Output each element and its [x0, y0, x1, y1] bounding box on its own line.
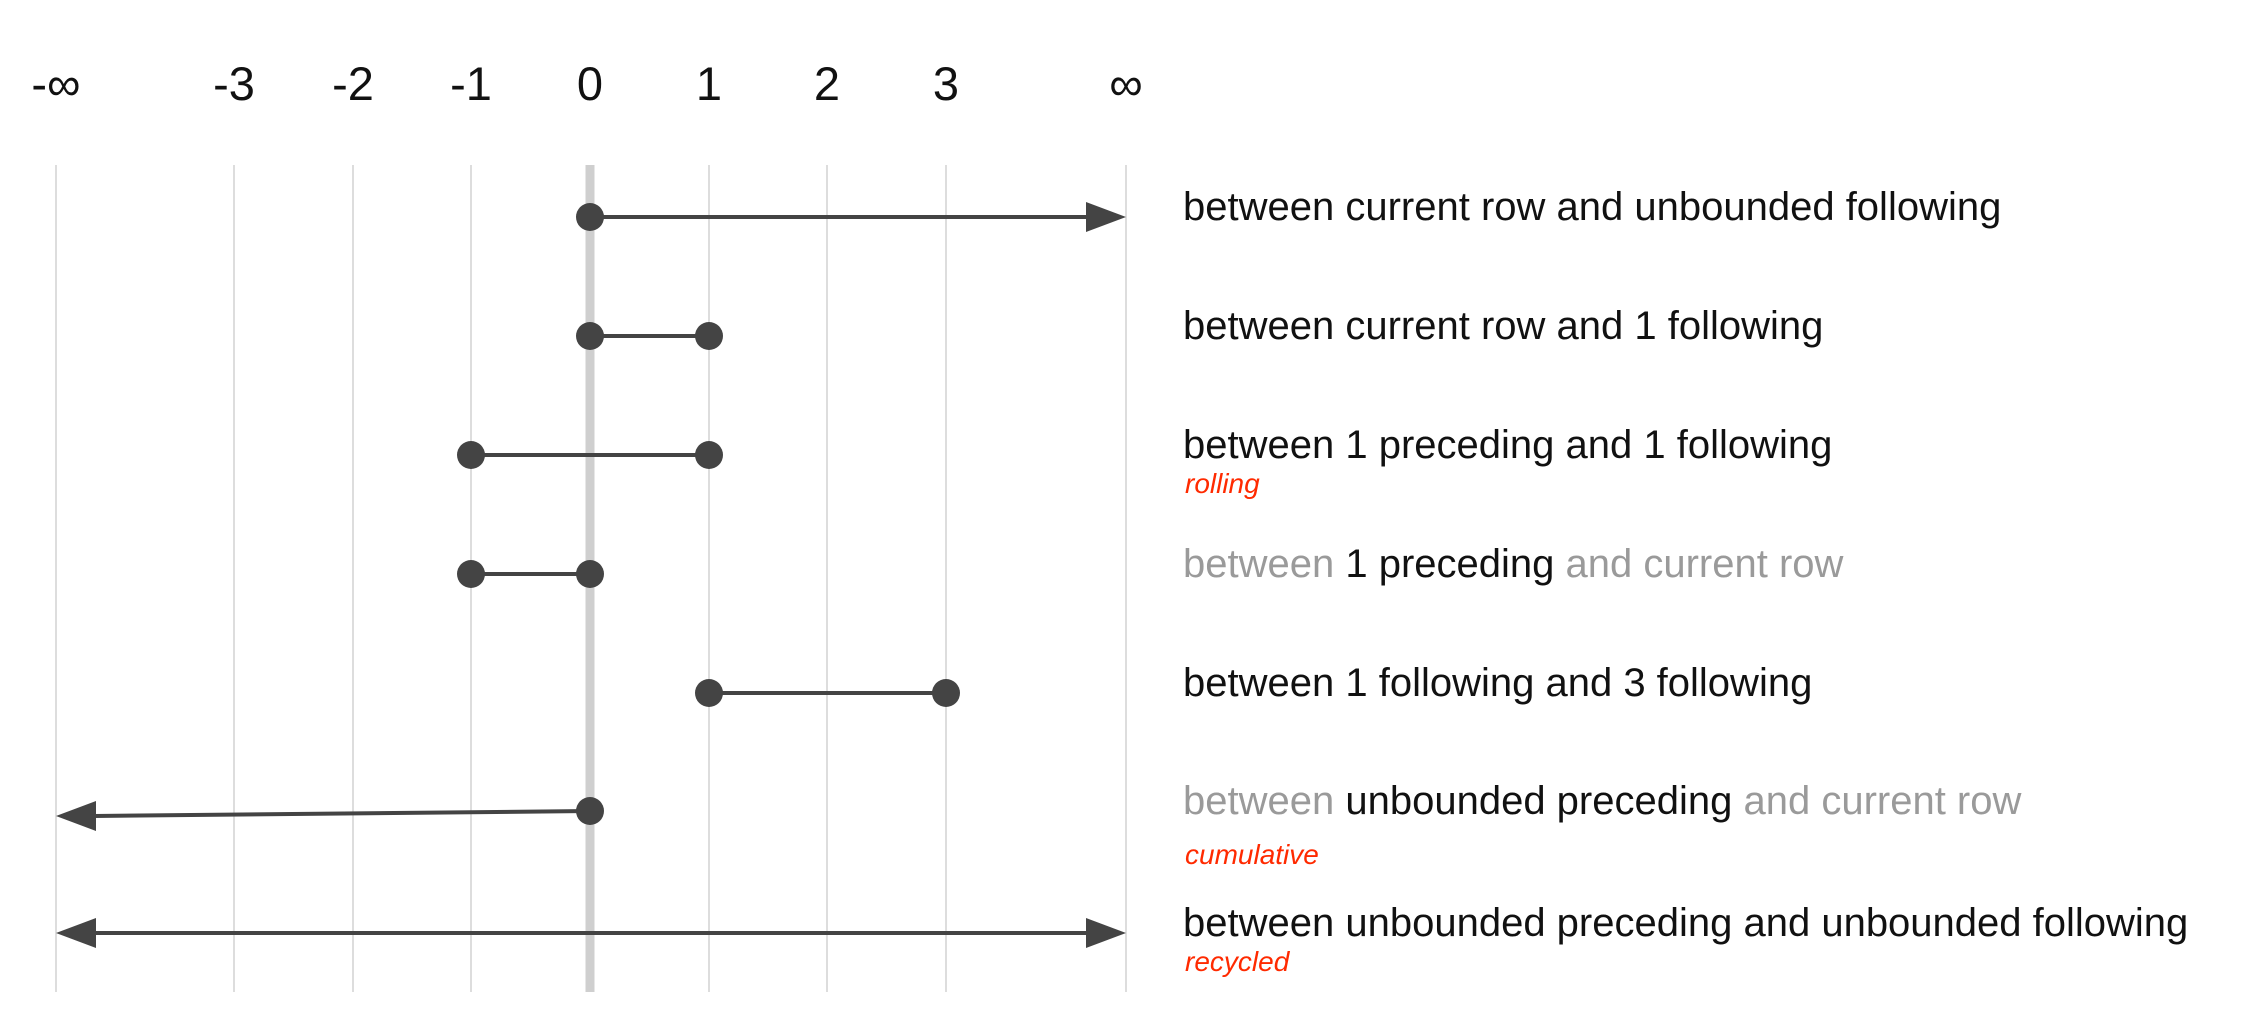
tick-label: -∞ [31, 57, 80, 110]
key-text: between current row and 1 following [1183, 304, 1824, 348]
tick-label: -1 [450, 57, 492, 110]
key-text: 1 preceding [1345, 542, 1555, 586]
tick-label: -3 [213, 57, 255, 110]
frame-endpoint-dot [576, 560, 604, 588]
frame-endpoint-dot [457, 441, 485, 469]
frame-description: between 1 preceding and current row [1183, 544, 1843, 584]
frame-endpoint-dot [457, 560, 485, 588]
dim-text: and current row [1732, 779, 2022, 823]
frame-description: between 1 following and 3 following [1183, 663, 1812, 703]
axis-labels: -∞ -3 -2 -1 0 1 2 3 ∞ [31, 57, 1142, 110]
tick-label: 1 [696, 57, 722, 110]
frame-endpoint-dot [932, 679, 960, 707]
key-text: between unbounded preceding and unbounde… [1183, 901, 2189, 945]
dim-text: between [1183, 779, 1346, 823]
key-text: between 1 preceding and 1 following [1183, 423, 1833, 467]
tick-label: 0 [577, 57, 603, 110]
key-text: unbounded preceding [1345, 779, 1733, 823]
frame-segments [56, 202, 1126, 948]
frame-description: between 1 preceding and 1 following [1183, 425, 1832, 465]
frame-endpoint-dot [695, 441, 723, 469]
dim-text: and current row [1554, 542, 1844, 586]
tick-label: ∞ [1109, 57, 1143, 110]
tick-label: 3 [933, 57, 959, 110]
tick-label: -2 [332, 57, 374, 110]
frame-note: cumulative [1185, 839, 1319, 870]
arrow-left-icon [56, 918, 96, 948]
frame-endpoint-dot [695, 679, 723, 707]
arrow-right-icon [1086, 918, 1126, 948]
frame-description: between unbounded preceding and current … [1183, 781, 2021, 821]
frame-endpoint-dot [576, 797, 604, 825]
key-text: between 1 following and 3 following [1183, 661, 1813, 705]
frame-endpoint-dot [576, 203, 604, 231]
tick-label: 2 [814, 57, 840, 110]
frame-segment [93, 809, 591, 818]
key-text: between current row and unbounded follow… [1183, 185, 2002, 229]
arrow-right-icon [1086, 202, 1126, 232]
frame-description: between current row and 1 following [1183, 306, 1823, 346]
frame-description: between unbounded preceding and unbounde… [1183, 903, 2188, 943]
frame-note: recycled [1185, 946, 1290, 977]
frame-endpoint-dot [695, 322, 723, 350]
frame-note: rolling [1185, 468, 1260, 499]
frame-endpoint-dot [576, 322, 604, 350]
arrow-left-icon [56, 801, 96, 831]
dim-text: between [1183, 542, 1346, 586]
frame-description: between current row and unbounded follow… [1183, 187, 2001, 227]
